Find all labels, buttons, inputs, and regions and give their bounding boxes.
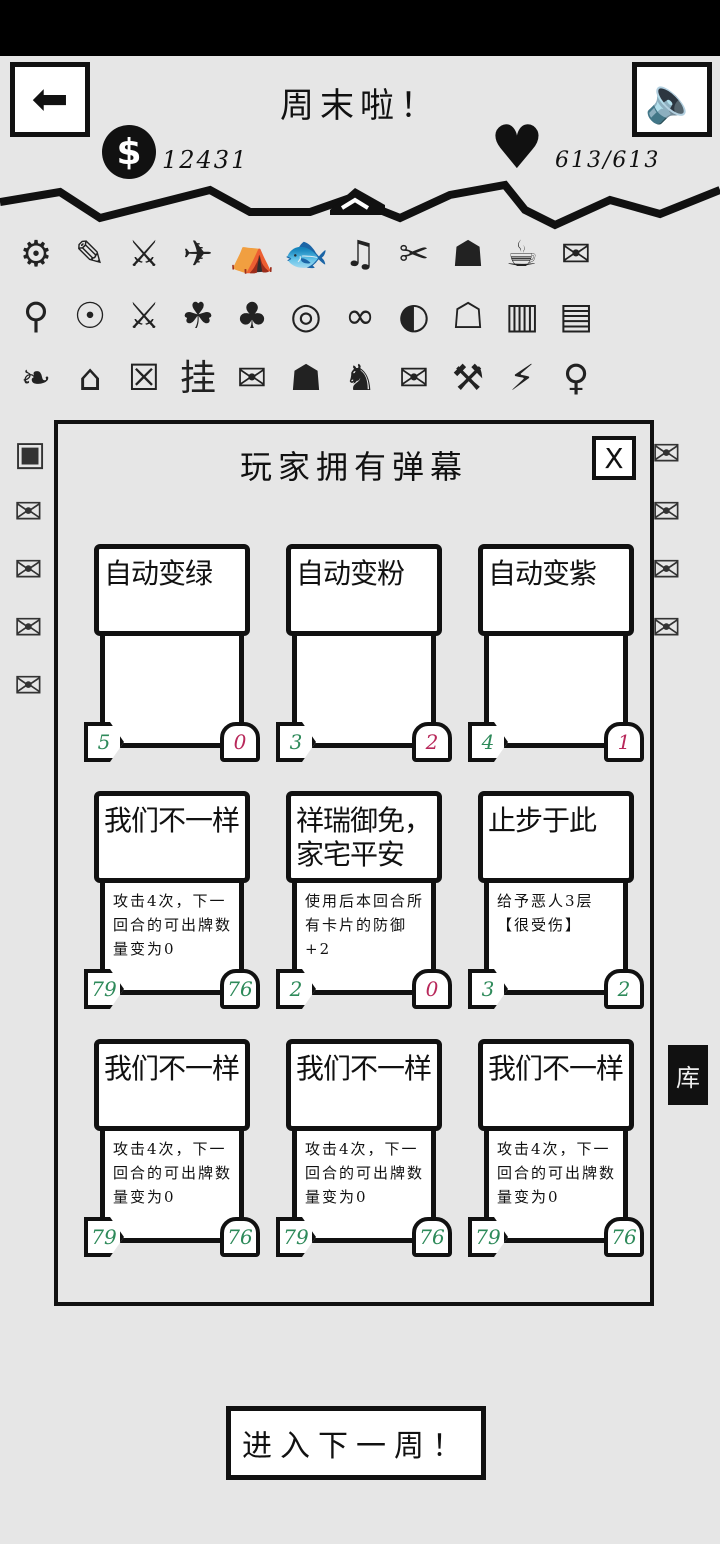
card-defense: 1 xyxy=(604,722,644,762)
card-defense: 76 xyxy=(220,969,260,1009)
heart-icon: ♥ xyxy=(490,113,544,183)
card-defense: 0 xyxy=(412,969,452,1009)
card-title: 我们不一样 xyxy=(478,1039,634,1131)
card-title: 我们不一样 xyxy=(286,1039,442,1131)
hp-value: 613/613 xyxy=(555,148,661,173)
card-description xyxy=(100,636,244,748)
card-defense: 76 xyxy=(412,1217,452,1257)
barrage-card[interactable]: 自动变粉 3 2 xyxy=(276,544,452,762)
dollar-icon: $ xyxy=(102,125,156,179)
next-week-button[interactable]: 进入下一周！ xyxy=(226,1406,486,1480)
barrage-card[interactable]: 我们不一样 攻击4次，下一回合的可出牌数量变为0 79 76 xyxy=(84,1039,260,1257)
side-icons-left: ▣✉✉✉✉ xyxy=(14,434,47,706)
card-title: 祥瑞御免，家宅平安 xyxy=(286,791,442,883)
card-description: 使用后本回合所有卡片的防御+2 xyxy=(292,883,436,995)
card-attack: 2 xyxy=(276,969,316,1009)
card-description xyxy=(292,636,436,748)
money-value: 12431 xyxy=(162,146,249,174)
card-description: 攻击4次，下一回合的可出牌数量变为0 xyxy=(292,1131,436,1243)
card-defense: 2 xyxy=(412,722,452,762)
card-description: 攻击4次，下一回合的可出牌数量变为0 xyxy=(100,1131,244,1243)
library-tab[interactable]: 库 xyxy=(668,1045,708,1105)
barrage-card[interactable]: 我们不一样 攻击4次，下一回合的可出牌数量变为0 79 76 xyxy=(84,791,260,1009)
card-description: 攻击4次，下一回合的可出牌数量变为0 xyxy=(100,883,244,995)
arrow-left-icon: ⬅ xyxy=(31,74,69,125)
barrage-card[interactable]: 自动变紫 4 1 xyxy=(468,544,644,762)
barrage-card[interactable]: 祥瑞御免，家宅平安 使用后本回合所有卡片的防御+2 2 0 xyxy=(276,791,452,1009)
card-title: 自动变粉 xyxy=(286,544,442,636)
back-button[interactable]: ⬅ xyxy=(10,62,90,137)
card-defense: 76 xyxy=(604,1217,644,1257)
speaker-icon: 🔈 xyxy=(644,74,700,126)
status-bar xyxy=(0,0,720,56)
item-icon-grid: ⚙✎⚔✈⛺🐟♫✂☗☕✉ ⚲☉⚔☘♣◎∞◐☖▥▤ ❧⌂☒挂✉☗♞✉⚒⚡♀ xyxy=(19,234,593,399)
card-title: 我们不一样 xyxy=(94,1039,250,1131)
card-defense: 2 xyxy=(604,969,644,1009)
card-description xyxy=(484,636,628,748)
barrage-card[interactable]: 止步于此 给予恶人3层【很受伤】 3 2 xyxy=(468,791,644,1009)
sound-button[interactable]: 🔈 xyxy=(632,62,712,137)
card-description: 给予恶人3层【很受伤】 xyxy=(484,883,628,995)
card-title: 自动变绿 xyxy=(94,544,250,636)
barrage-card[interactable]: 我们不一样 攻击4次，下一回合的可出牌数量变为0 79 76 xyxy=(468,1039,644,1257)
card-description: 攻击4次，下一回合的可出牌数量变为0 xyxy=(484,1131,628,1243)
close-button[interactable]: X xyxy=(592,436,636,480)
card-title: 我们不一样 xyxy=(94,791,250,883)
page-title: 周末啦！ xyxy=(280,86,440,126)
card-defense: 0 xyxy=(220,722,260,762)
card-defense: 76 xyxy=(220,1217,260,1257)
panel-title: 玩家拥有弹幕 xyxy=(239,448,468,486)
ridge-divider xyxy=(0,180,720,230)
card-title: 止步于此 xyxy=(478,791,634,883)
barrage-card[interactable]: 我们不一样 攻击4次，下一回合的可出牌数量变为0 79 76 xyxy=(276,1039,452,1257)
side-icons-right: ✉✉✉✉ xyxy=(652,434,681,648)
card-title: 自动变紫 xyxy=(478,544,634,636)
barrage-card[interactable]: 自动变绿 5 0 xyxy=(84,544,260,762)
